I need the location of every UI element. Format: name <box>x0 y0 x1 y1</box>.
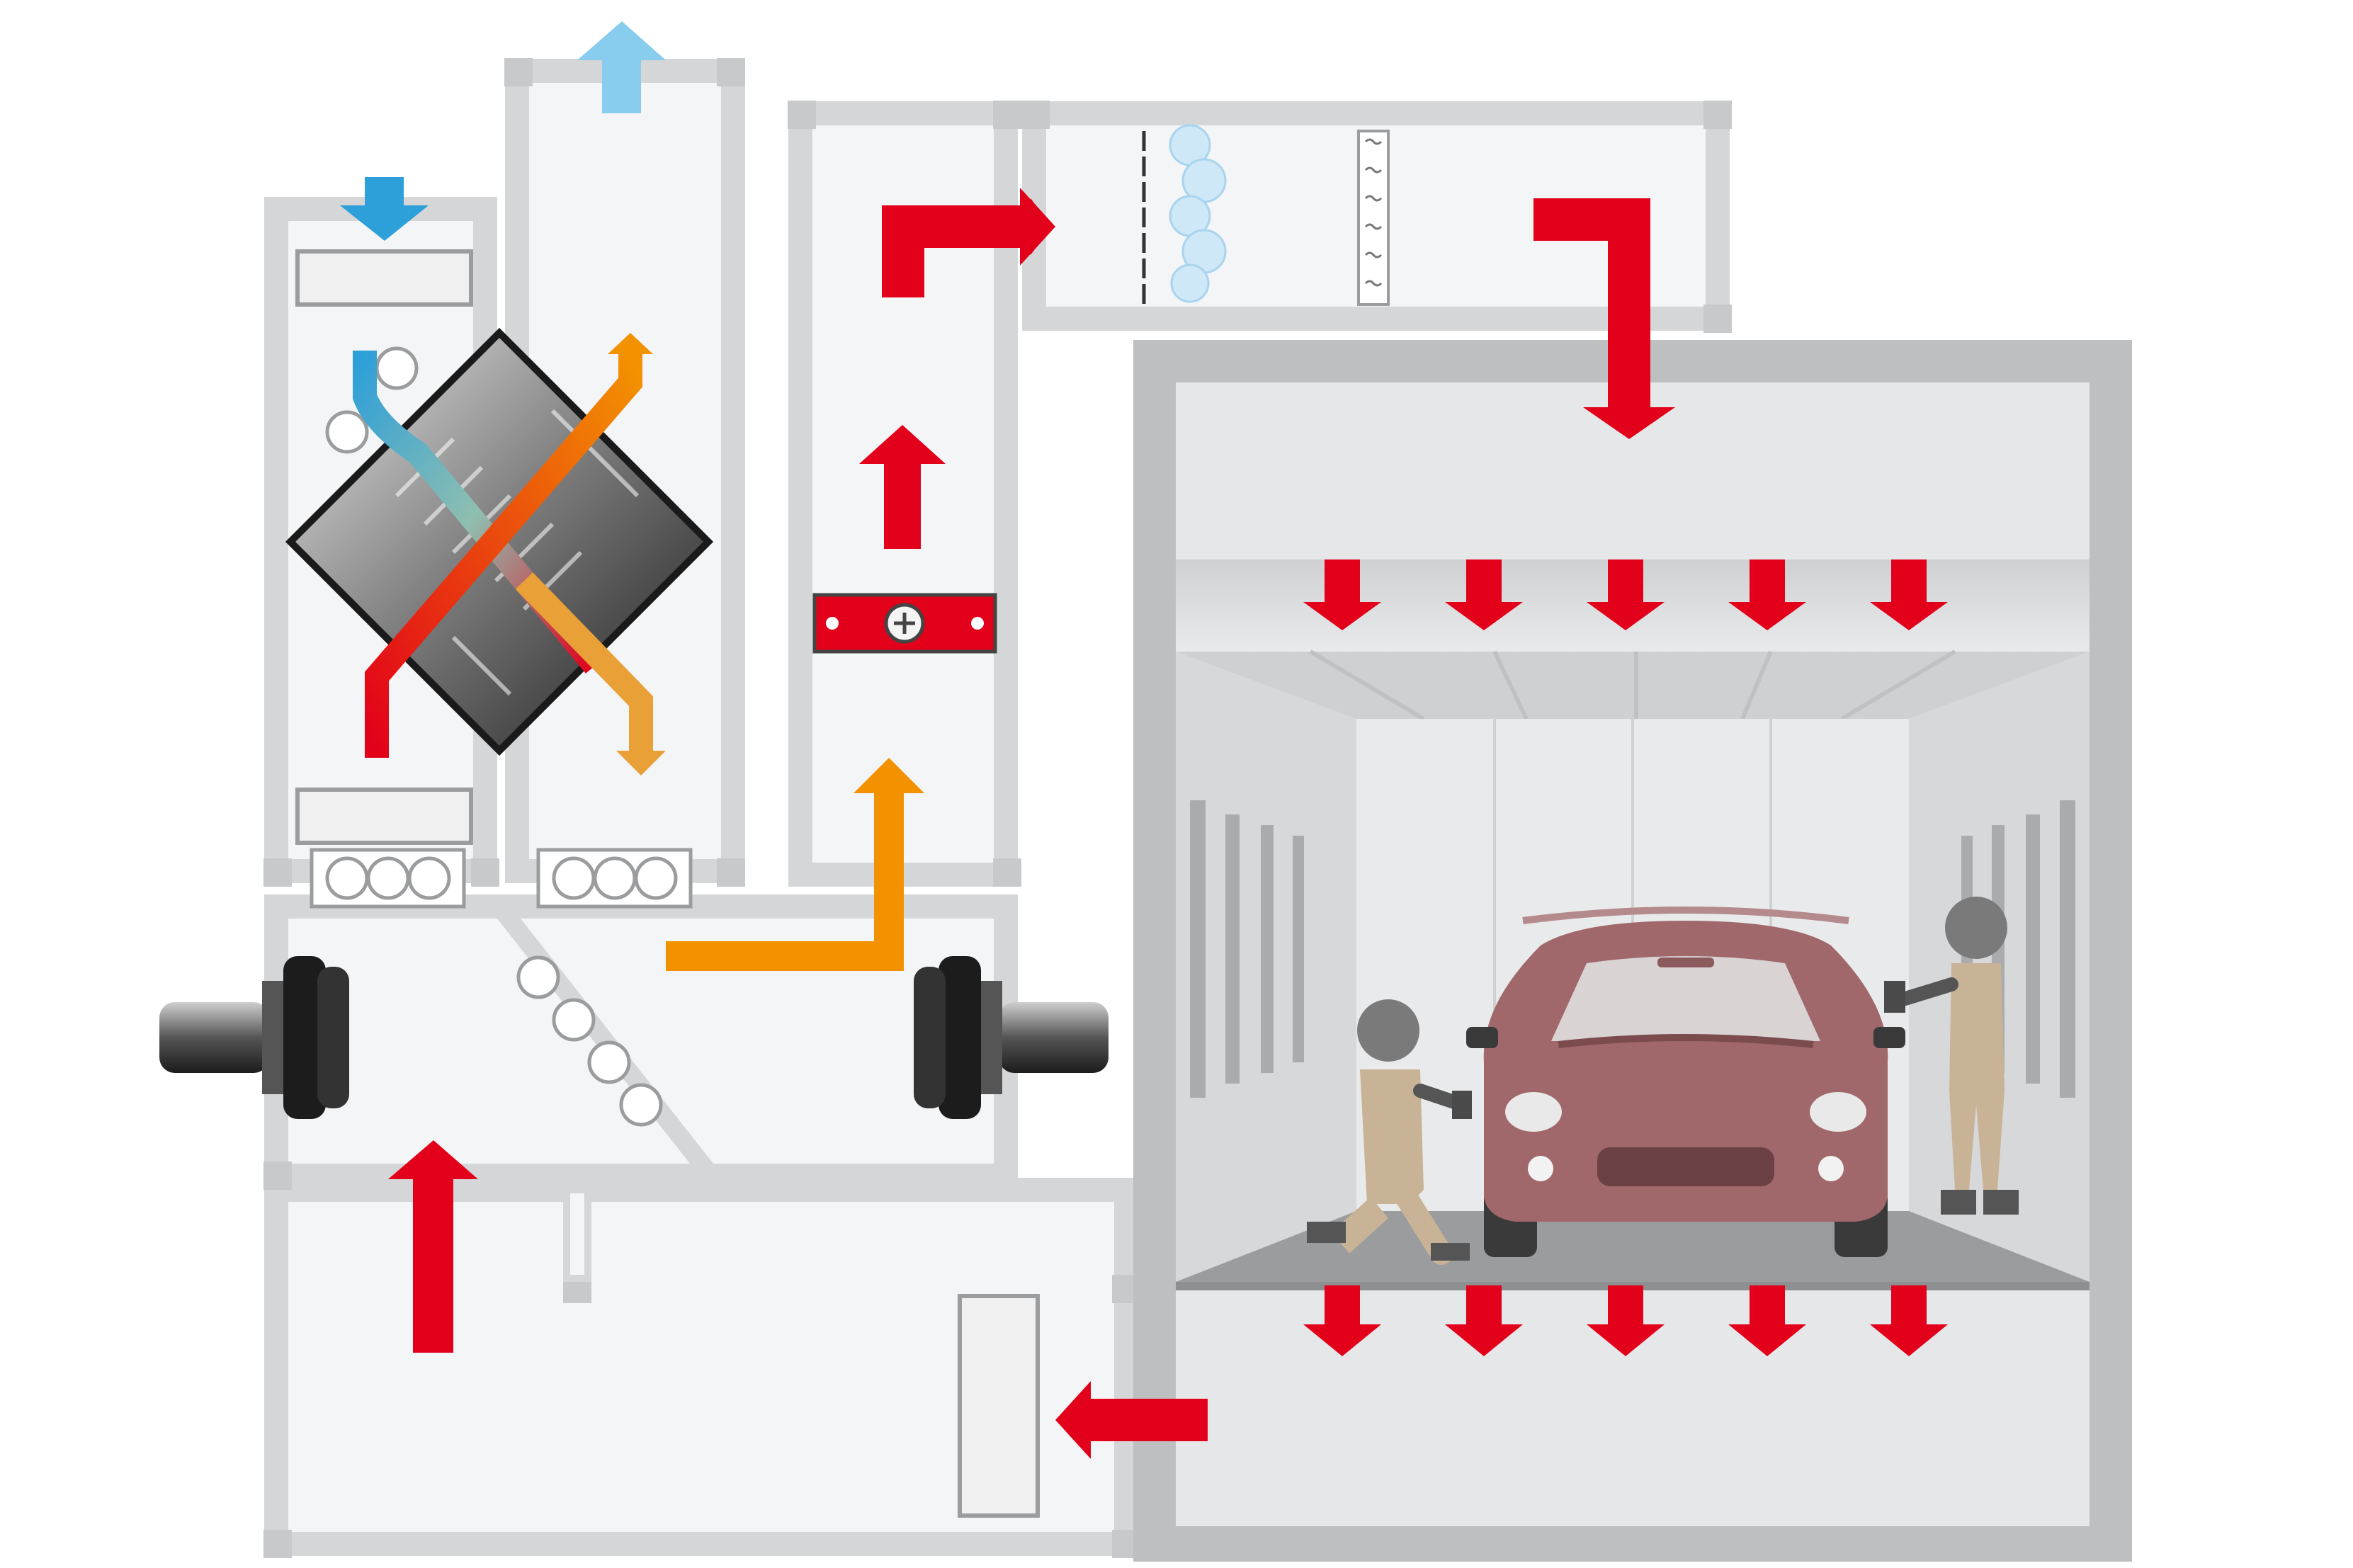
diagonal-filter-duct <box>492 900 716 1178</box>
filter-icon <box>295 249 1040 1518</box>
booth-ceiling <box>1176 652 2090 719</box>
fresh-air-inlet-arrow-icon <box>340 177 429 241</box>
airflow-arrow-icon <box>340 21 1675 1459</box>
humidifier-icon <box>1142 124 1227 305</box>
car-icon <box>1466 907 1905 1257</box>
booth-downflow-arrows <box>1303 559 1948 1356</box>
damper-icon <box>310 346 693 1127</box>
burner-icon <box>812 593 997 654</box>
painter-icon <box>1307 897 2019 1265</box>
heating-coil-icon <box>1357 130 1390 306</box>
exhaust-outlet-arrow-icon <box>577 21 666 113</box>
fan-motor-icon <box>159 956 1109 1119</box>
